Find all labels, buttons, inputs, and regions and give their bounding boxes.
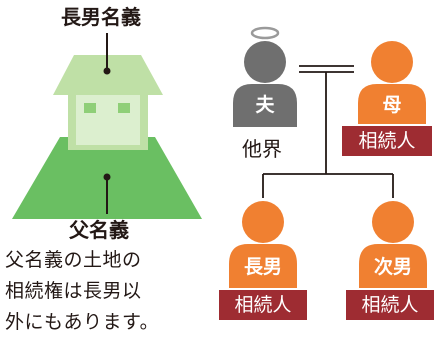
second-son-heir-badge: 相続人 [346,290,434,320]
eldest-son-role-label: 長男 [243,256,282,278]
mother-figure [358,41,426,124]
mother-role-label: 母 [382,94,402,116]
mother-heir-badge: 相続人 [342,126,432,156]
explanation-note: 父名義の土地の 相続権は長男以 外にもあります。 [5,245,159,338]
land-owner-label: 父名義 [69,218,129,242]
family-tree-lines [262,65,394,198]
building-owner-label: 長男名義 [61,5,141,29]
second-son-role-label: 次男 [373,256,412,278]
note-line-3: 外にもあります。 [5,311,160,333]
note-line-2: 相続権は長男以 [5,280,142,302]
note-line-1: 父名義の土地の [5,249,142,271]
father-status-label: 他界 [242,137,282,161]
house-icon [53,55,163,150]
father-figure [233,26,297,127]
father-role-label: 夫 [255,94,275,116]
eldest-son-figure [229,201,297,288]
eldest-son-heir-badge: 相続人 [219,290,307,320]
second-son-figure [359,201,427,288]
